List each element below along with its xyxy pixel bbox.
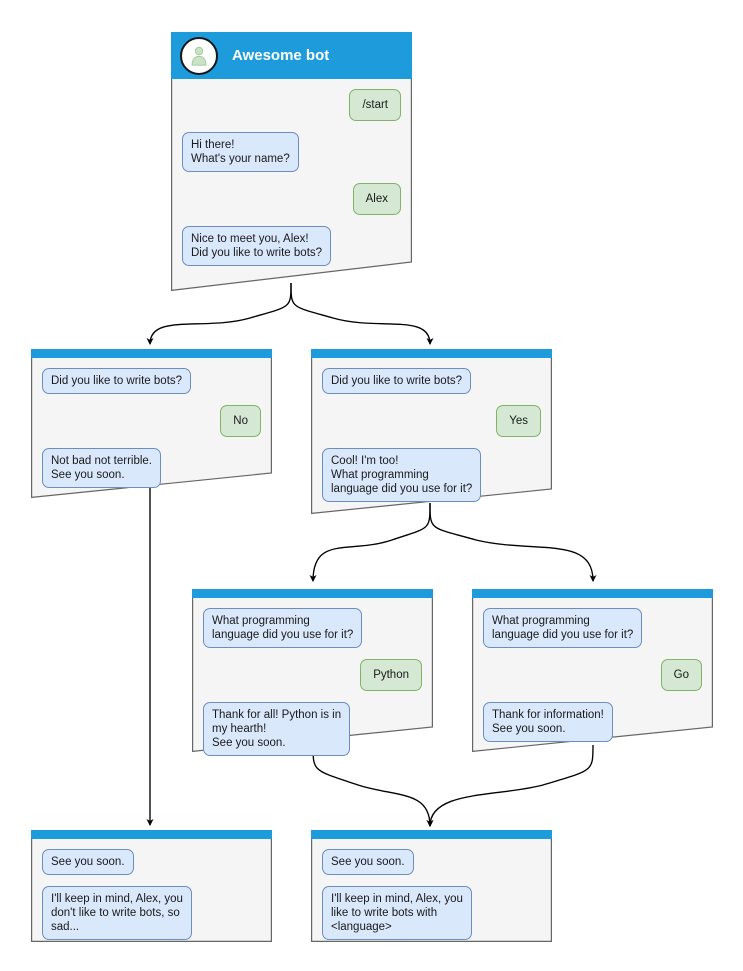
bot-bubble[interactable]: Cool! I'm too! What programming language… — [322, 448, 482, 502]
message-row: Did you like to write bots? — [42, 368, 261, 394]
start-node-titlebar: Awesome bot — [171, 32, 412, 79]
answer-no-node-titlebar — [31, 349, 272, 358]
end-happy-node-chat: See you soon. I'll keep in mind, Alex, y… — [311, 839, 552, 951]
message-row: Hi there! What's your name? — [182, 132, 401, 172]
edge-yes-to-python — [309, 502, 431, 583]
bot-bubble[interactable]: Did you like to write bots? — [42, 368, 192, 394]
message-row: I'll keep in mind, Alex, you like to wri… — [322, 886, 541, 940]
message-row: Thank for information! See you soon. — [483, 702, 702, 742]
message-row: Did you like to write bots? — [322, 368, 541, 394]
message-row: Thank for all! Python is in my hearth! S… — [203, 702, 422, 756]
answer-no-node-chat: Did you like to write bots? No Not bad n… — [31, 358, 272, 499]
language-python-node[interactable]: What programming language did you use fo… — [192, 589, 433, 756]
end-happy-node-titlebar — [311, 830, 552, 839]
message-row: Cool! I'm too! What programming language… — [322, 448, 541, 502]
bot-bubble[interactable]: What programming language did you use fo… — [203, 608, 363, 648]
edge-go-to-end-happy — [426, 744, 594, 828]
start-node-chat: /start Hi there! What's your name? Alex … — [171, 79, 412, 277]
end-sad-node[interactable]: See you soon. I'll keep in mind, Alex, y… — [31, 830, 272, 942]
message-row: No — [42, 405, 261, 437]
language-go-node[interactable]: What programming language did you use fo… — [472, 589, 713, 752]
answer-yes-node-chat: Did you like to write bots? Yes Cool! I'… — [311, 358, 552, 513]
bot-bubble[interactable]: Thank for information! See you soon. — [483, 702, 613, 742]
message-row: Python — [203, 659, 422, 691]
language-python-node-titlebar — [192, 589, 433, 598]
bot-bubble[interactable]: Not bad not terrible. See you soon. — [42, 448, 162, 488]
end-sad-node-titlebar — [31, 830, 272, 839]
user-bubble[interactable]: No — [220, 405, 261, 437]
bot-bubble[interactable]: See you soon. — [42, 849, 134, 875]
language-go-node-chat: What programming language did you use fo… — [472, 598, 713, 753]
message-row: Alex — [182, 183, 401, 215]
start-node[interactable]: Awesome bot /start Hi there! What's your… — [171, 32, 412, 291]
user-bubble[interactable]: Python — [360, 659, 422, 691]
end-sad-node-chat: See you soon. I'll keep in mind, Alex, y… — [31, 839, 272, 951]
message-row: What programming language did you use fo… — [203, 608, 422, 648]
bot-bubble[interactable]: I'll keep in mind, Alex, you don't like … — [42, 886, 192, 940]
message-row: What programming language did you use fo… — [483, 608, 702, 648]
message-row: /start — [182, 89, 401, 121]
message-row: Yes — [322, 405, 541, 437]
message-row: See you soon. — [322, 849, 541, 875]
bot-bubble[interactable]: Thank for all! Python is in my hearth! S… — [203, 702, 351, 756]
message-row: I'll keep in mind, Alex, you don't like … — [42, 886, 261, 940]
bot-bubble[interactable]: Hi there! What's your name? — [182, 132, 299, 172]
message-row: Nice to meet you, Alex! Did you like to … — [182, 226, 401, 266]
person-avatar-icon — [180, 36, 218, 75]
answer-yes-node[interactable]: Did you like to write bots? Yes Cool! I'… — [311, 349, 552, 514]
user-bubble[interactable]: Yes — [496, 405, 541, 437]
language-go-node-titlebar — [472, 589, 713, 598]
bot-bubble[interactable]: Did you like to write bots? — [322, 368, 472, 394]
user-bubble[interactable]: Go — [660, 659, 702, 691]
bot-bubble[interactable]: Nice to meet you, Alex! Did you like to … — [182, 226, 332, 266]
message-row: Not bad not terrible. See you soon. — [42, 448, 261, 488]
edge-yes-to-go — [429, 502, 597, 583]
end-happy-node[interactable]: See you soon. I'll keep in mind, Alex, y… — [311, 830, 552, 942]
message-row: Go — [483, 659, 702, 691]
edge-start-to-no — [146, 282, 292, 346]
edge-start-to-yes — [290, 282, 434, 346]
bot-bubble[interactable]: See you soon. — [322, 849, 414, 875]
answer-yes-node-titlebar — [311, 349, 552, 358]
user-bubble[interactable]: /start — [349, 89, 401, 121]
bot-bubble[interactable]: What programming language did you use fo… — [483, 608, 643, 648]
bot-bubble[interactable]: I'll keep in mind, Alex, you like to wri… — [322, 886, 472, 940]
user-bubble[interactable]: Alex — [352, 183, 401, 215]
answer-no-node[interactable]: Did you like to write bots? No Not bad n… — [31, 349, 272, 498]
language-python-node-chat: What programming language did you use fo… — [192, 598, 433, 767]
bot-title: Awesome bot — [232, 47, 330, 64]
message-row: See you soon. — [42, 849, 261, 875]
